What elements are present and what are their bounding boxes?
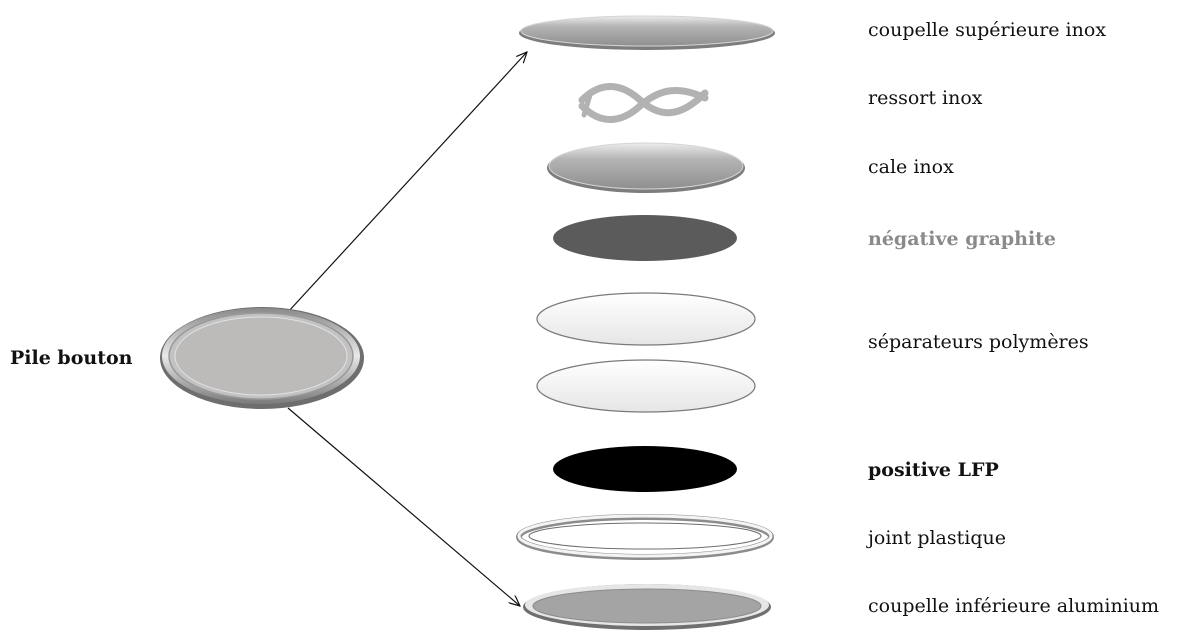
coin-cell-label: Pile bouton [10, 347, 133, 369]
separator-layer-2 [536, 359, 756, 413]
plastic-gasket-layer [516, 514, 774, 560]
lfp-positive-layer [553, 446, 737, 492]
layer-label-bottom-cup: coupelle inférieure aluminium [868, 595, 1160, 617]
layer-label-top-cup: coupelle supérieure inox [868, 19, 1107, 41]
top-cup-layer [519, 15, 775, 50]
separator-layer-1 [536, 292, 756, 346]
layer-label-separators: séparateurs polymères [868, 331, 1089, 353]
bottom-cup-layer [523, 584, 771, 630]
layer-label-spring: ressort inox [868, 87, 983, 109]
arrow-to-top-cup [287, 52, 527, 313]
graphite-negative-layer [553, 215, 737, 261]
layer-label-lfp: positive LFP [868, 459, 999, 481]
shim-layer [547, 142, 745, 193]
assembled-coin-cell [160, 307, 364, 409]
layer-label-shim: cale inox [868, 156, 954, 178]
layer-label-gasket: joint plastique [868, 527, 1006, 549]
layer-label-graphite: négative graphite [868, 228, 1057, 250]
spring-layer [578, 83, 709, 123]
arrow-to-bottom-cup [287, 407, 520, 606]
